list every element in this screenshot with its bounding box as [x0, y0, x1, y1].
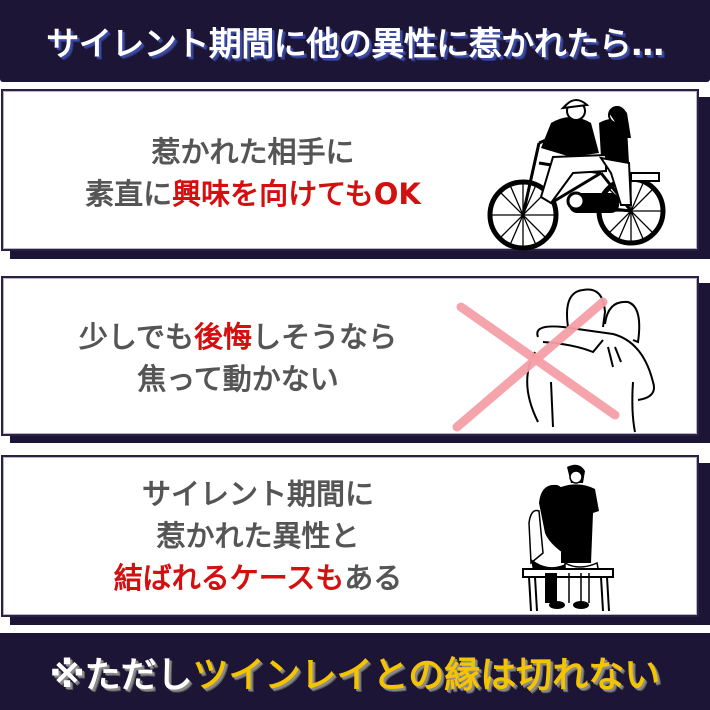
panel-2-line-1: 少しでも後悔しそうなら — [13, 316, 463, 358]
panel-3: サイレント期間に 惹かれた異性と 結ばれるケースもある — [1, 455, 699, 617]
panel-2-line-2-text: 焦って動かない — [137, 362, 339, 396]
panel-1-line-1-text: 惹かれた相手に — [151, 135, 355, 169]
panel-2: 少しでも後悔しそうなら 焦って動かない — [1, 276, 699, 436]
panel-3-line-3-text: ある — [344, 561, 403, 595]
couple-hugging-crossed-out-illustration — [452, 288, 655, 433]
couple-on-bicycle-illustration — [487, 99, 666, 251]
panel-3-highlight-text: 結ばれるケースも — [113, 561, 345, 595]
panel-3-text: サイレント期間に 惹かれた異性と 結ばれるケースもある — [13, 473, 503, 599]
panel-3-line-2: 惹かれた異性と — [13, 515, 503, 557]
panel-3-line-1-text: サイレント期間に — [141, 477, 374, 511]
couple-on-bench-illustration — [522, 464, 614, 612]
panel-1-highlight-text: 興味を向けてもOK — [172, 177, 421, 211]
footer-prefix: ※ただし — [49, 654, 193, 696]
panel-1-line-2: 素直に興味を向けてもOK — [13, 173, 493, 215]
header-banner: サイレント期間に他の異性に惹かれたら… — [0, 0, 710, 82]
panel-1-line-2-text: 素直に — [85, 177, 173, 211]
panel-2-text: 少しでも後悔しそうなら 焦って動かない — [13, 316, 463, 400]
panel-3-line-1: サイレント期間に — [13, 473, 503, 515]
footer-text: ※ただしツインレイとの縁は切れない — [50, 646, 661, 698]
panel-1-line-1: 惹かれた相手に — [13, 131, 493, 173]
panel-2-line-2: 焦って動かない — [13, 358, 463, 400]
panel-1-text: 惹かれた相手に 素直に興味を向けてもOK — [13, 131, 493, 215]
panel-3-line-3: 結ばれるケースもある — [13, 557, 503, 599]
panel-2-line-1-text-a: 少しでも — [78, 320, 195, 354]
footer-banner: ※ただしツインレイとの縁は切れない — [0, 633, 710, 710]
panel-2-line-1-text-b: しそうなら — [252, 320, 398, 354]
panel-2-highlight-text: 後悔 — [194, 320, 253, 354]
panel-3-line-2-text: 惹かれた異性と — [156, 519, 360, 553]
panel-1: 惹かれた相手に 素直に興味を向けてもOK — [1, 89, 699, 251]
footer-highlight: ツインレイとの縁は切れない — [192, 654, 661, 696]
header-title: サイレント期間に他の異性に惹かれたら… — [46, 24, 664, 63]
